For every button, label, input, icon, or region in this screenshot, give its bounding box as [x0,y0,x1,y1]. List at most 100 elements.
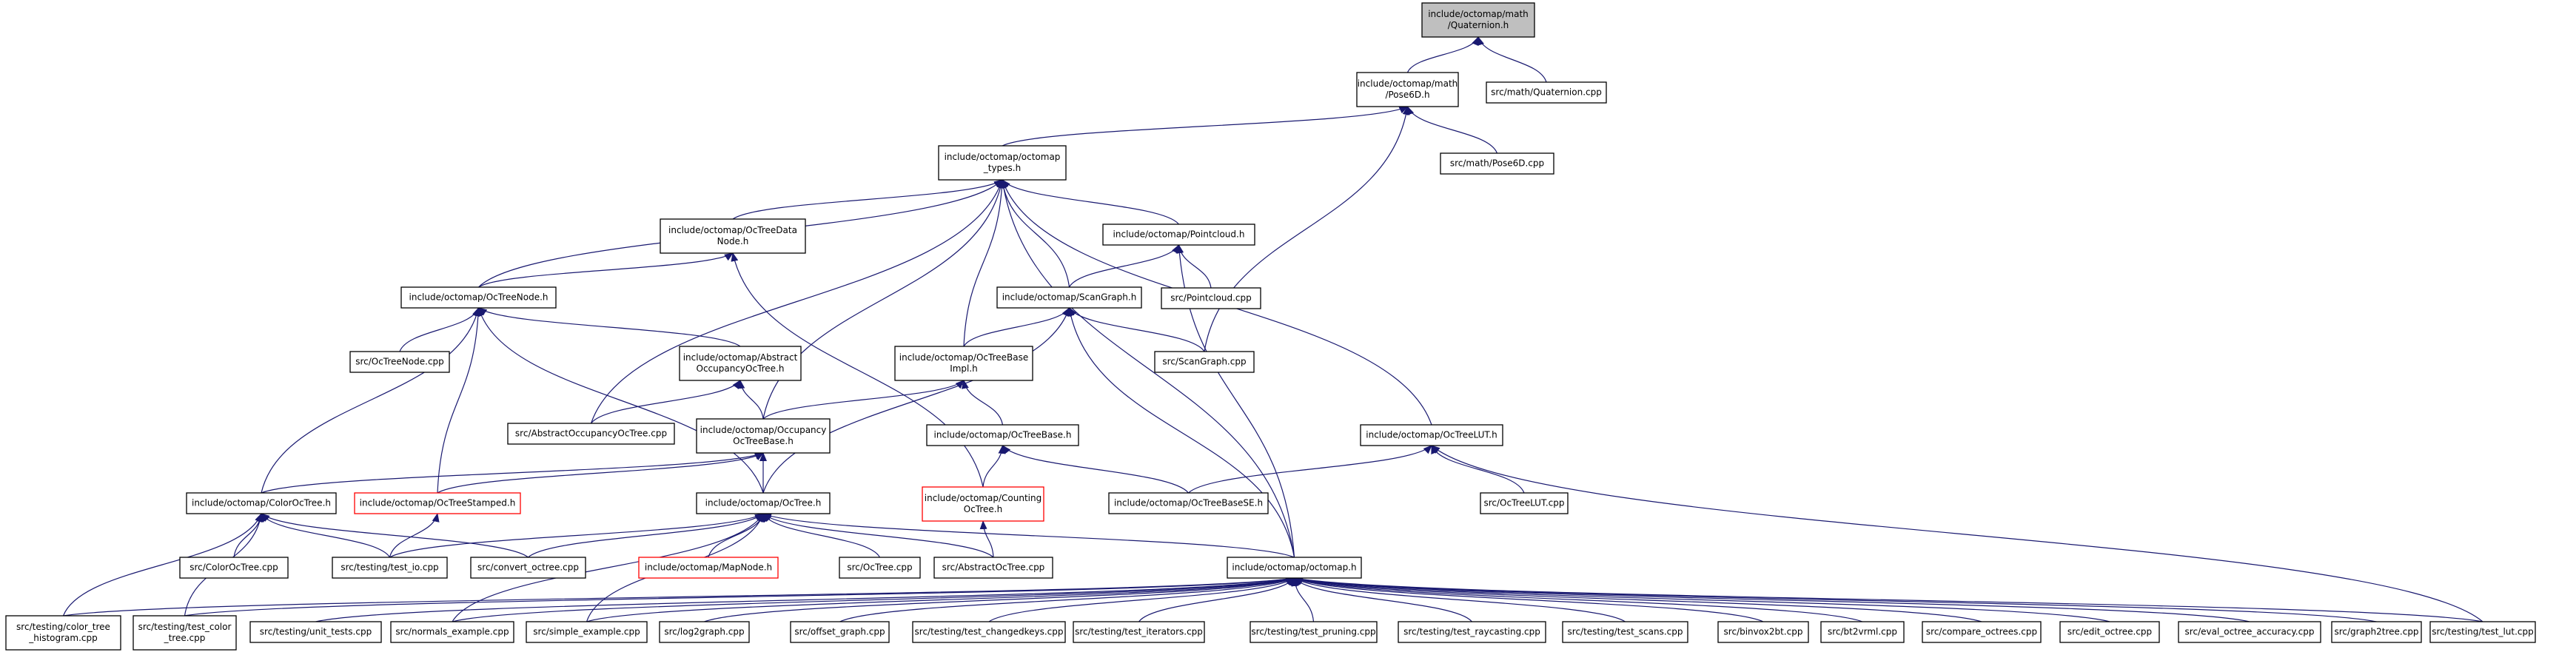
node-test-color-tree-cpp[interactable]: src/testing/test_color_tree.cpp [133,615,237,651]
node-label: src/simple_example.cpp [533,627,640,637]
node-box [470,557,586,579]
node-label: _histogram.cpp [28,633,97,643]
edge-convert-octree-cpp-to-colorocTree-h [261,513,529,558]
node-abstractocc-h[interactable]: include/octomap/AbstractOccupancyOcTree.… [679,346,802,381]
edge-octree-h-to-octreenode-h [477,307,764,494]
node-box [638,557,779,579]
node-label: src/OcTree.cpp [847,562,912,573]
node-label: include/octomap/math [1428,9,1529,19]
node-pointcloud-h[interactable]: include/octomap/Pointcloud.h [1102,224,1255,246]
node-layer: include/octomap/math/Quaternion.hinclude… [5,2,2536,651]
node-quaternion-cpp[interactable]: src/math/Quaternion.cpp [1486,81,1607,104]
edge-edit-octree-cpp-to-octomap-h [1293,576,2110,622]
node-eval-octree-accuracy-cpp[interactable]: src/eval_octree_accuracy.cpp [2178,621,2321,643]
node-label: OcTreeBase.h [733,436,794,446]
node-label: /Quaternion.h [1448,20,1509,30]
edge-test-color-tree-cpp-to-octomap-h [184,575,1295,617]
edge-color-tree-histogram-cpp-to-octomap-h [63,575,1295,617]
node-box [1562,621,1688,643]
node-label: _types.h [983,163,1021,173]
node-box [1227,557,1362,579]
edge-abstractocc-cpp-to-abstractocc-h [591,380,741,424]
node-label: src/ColorOcTree.cpp [189,562,278,573]
node-box [1440,152,1554,175]
node-label: src/testing/test_iterators.cpp [1075,627,1203,637]
node-octreelut-h[interactable]: include/octomap/OcTreeLUT.h [1360,424,1503,446]
node-test-lut-cpp[interactable]: src/testing/test_lut.cpp [2429,621,2536,643]
node-octree-h[interactable]: include/octomap/OcTree.h [696,492,831,514]
node-test-pruning-cpp[interactable]: src/testing/test_pruning.cpp [1250,621,1378,643]
node-octreestamped-h[interactable]: include/octomap/OcTreeStamped.h [354,492,521,514]
node-test-scans-cpp[interactable]: src/testing/test_scans.cpp [1562,621,1688,643]
node-binvox2bt-cpp[interactable]: src/binvox2bt.cpp [1717,621,1809,643]
node-abstractoctree-cpp[interactable]: src/AbstractOcTree.cpp [933,557,1053,579]
node-octreebasese-h[interactable]: include/octomap/OcTreeBaseSE.h [1108,492,1269,514]
node-test-iterators-cpp[interactable]: src/testing/test_iterators.cpp [1073,621,1205,643]
node-pose6d-cpp[interactable]: src/math/Pose6D.cpp [1440,152,1554,175]
node-label: Impl.h [950,363,978,374]
node-compare-octrees-cpp[interactable]: src/compare_octrees.cpp [1922,621,2042,643]
node-types-h[interactable]: include/octomap/octomap_types.h [938,145,1067,181]
node-scangraph-h[interactable]: include/octomap/ScanGraph.h [996,286,1142,309]
node-octreenode-cpp[interactable]: src/OcTreeNode.cpp [349,351,450,373]
edge-octreebaseimpl-h-to-types-h [963,179,1006,347]
node-box [660,218,806,254]
node-label: src/AbstractOccupancyOcTree.cpp [515,429,667,439]
edge-pose6d-h-to-quaternion-h [1406,36,1479,73]
edge-octreebasese-h-to-octreelut-h [1188,445,1432,494]
node-label: include/octomap/OcTree.h [705,498,822,508]
node-log2graph-cpp[interactable]: src/log2graph.cpp [659,621,750,643]
node-normals-example-cpp[interactable]: src/normals_example.cpp [390,621,514,643]
node-box [1356,72,1459,107]
node-label: _tree.cpp [164,633,206,643]
node-label: src/bt2vrml.cpp [1828,627,1897,637]
node-scangraph-cpp[interactable]: src/ScanGraph.cpp [1154,351,1255,373]
edge-quaternion-cpp-to-quaternion-h [1477,36,1547,83]
node-octreelut-cpp[interactable]: src/OcTreeLUT.cpp [1480,492,1569,514]
node-coloroctree-cpp[interactable]: src/ColorOcTree.cpp [179,557,289,579]
node-box [349,351,450,373]
node-box [894,346,1033,381]
node-label: include/octomap/OcTreeBaseSE.h [1114,498,1263,508]
node-graph2tree-cpp[interactable]: src/graph2tree.cpp [2331,621,2422,643]
node-simple-example-cpp[interactable]: src/simple_example.cpp [526,621,648,643]
node-box [1480,492,1569,514]
node-offset-graph-cpp[interactable]: src/offset_graph.cpp [790,621,890,643]
node-test-raycasting-cpp[interactable]: src/testing/test_raycasting.cpp [1398,621,1546,643]
node-label: src/testing/test_raycasting.cpp [1403,627,1540,637]
node-colorocTree-h[interactable]: include/octomap/ColorOcTree.h [186,492,337,514]
node-box [1398,621,1546,643]
node-octomap-h[interactable]: include/octomap/octomap.h [1227,557,1362,579]
node-color-tree-histogram-cpp[interactable]: src/testing/color_tree_histogram.cpp [5,615,121,651]
edge-octreenode-h-to-octreedatanode-h [478,252,734,288]
node-octreebase-h[interactable]: include/octomap/OcTreeBase.h [926,424,1079,446]
node-unit-tests-cpp[interactable]: src/testing/unit_tests.cpp [249,621,382,643]
node-test-changedkeys-cpp[interactable]: src/testing/test_changedkeys.cpp [912,621,1066,643]
node-octree-cpp[interactable]: src/OcTree.cpp [839,557,921,579]
node-box [186,492,337,514]
edge-unit-tests-cpp-to-octomap-h [315,576,1295,622]
node-abstractocc-cpp[interactable]: src/AbstractOccupancyOcTree.cpp [507,423,675,445]
edge-colorocTree-dummy-to-octreenode-h [261,307,480,494]
node-pose6d-h[interactable]: include/octomap/math/Pose6D.h [1356,72,1459,107]
node-octreenode-h[interactable]: include/octomap/OcTreeNode.h [400,286,557,309]
node-convert-octree-cpp[interactable]: src/convert_octree.cpp [470,557,586,579]
node-label: src/ScanGraph.cpp [1162,357,1246,367]
node-test-io-cpp[interactable]: src/testing/test_io.cpp [332,557,448,579]
node-quaternion-h[interactable]: include/octomap/math/Quaternion.h [1421,2,1535,38]
edge-layer [62,36,2483,622]
node-mapnode-h[interactable]: include/octomap/MapNode.h [638,557,779,579]
node-pointcloud-cpp[interactable]: src/Pointcloud.cpp [1161,287,1261,309]
node-label: include/octomap/ColorOcTree.h [192,498,331,508]
node-box [249,621,382,643]
edge-compare-octrees-cpp-to-octomap-h [1293,577,1982,622]
edge-octomap-h-to-octree-h [762,513,1295,558]
node-edit-octree-cpp[interactable]: src/edit_octree.cpp [2059,621,2160,643]
node-bt2vrml-cpp[interactable]: src/bt2vrml.cpp [1820,621,1905,643]
node-label: src/testing/test_scans.cpp [1568,627,1683,637]
